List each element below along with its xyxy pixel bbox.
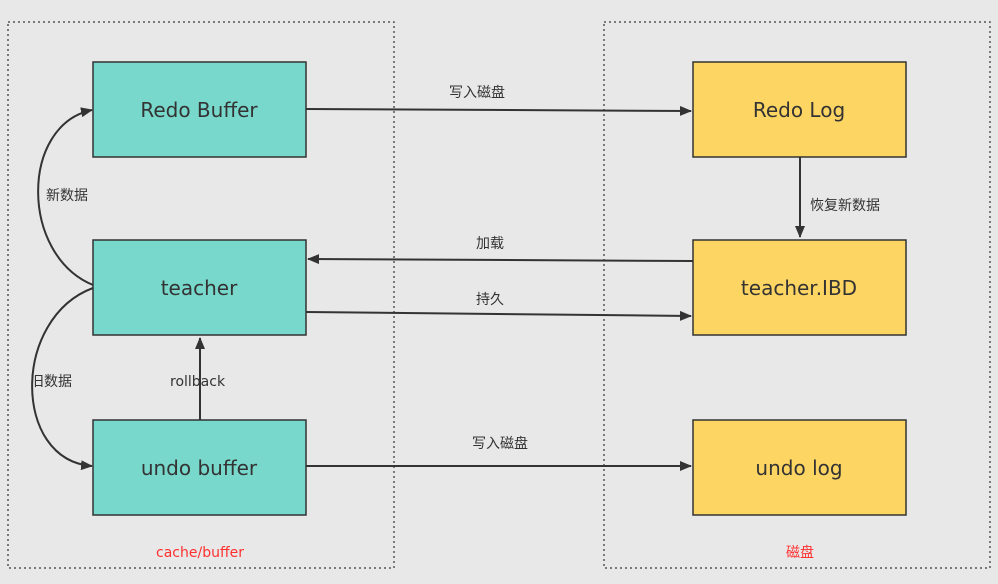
node-teacher-ibd: teacher.IBD: [692, 239, 907, 336]
node-undo-log: undo log: [692, 419, 907, 516]
cache-group-label: cache/buffer: [156, 545, 244, 561]
edge-load: [307, 254, 694, 265]
cache-group-border: [7, 21, 395, 569]
node-label-teacher-ibd: teacher.IBD: [741, 276, 857, 300]
edge-label-load: 加载: [476, 236, 504, 252]
node-redo-log: Redo Log: [692, 61, 907, 158]
edge-label-persist: 持久: [476, 292, 504, 308]
disk-group-label: 磁盘: [786, 544, 814, 561]
node-teacher: teacher: [92, 239, 307, 336]
node-label-teacher: teacher: [161, 276, 238, 300]
edge-old-data: [31, 287, 94, 471]
node-undo-buffer: undo buffer: [92, 419, 307, 516]
edge-label-new-data: 新数据: [46, 188, 88, 204]
node-label-redo-log: Redo Log: [753, 98, 845, 122]
node-label-undo-log: undo log: [755, 456, 842, 480]
edge-redo-write: [305, 105, 692, 116]
edge-persist: [305, 310, 692, 321]
edge-label-undo-write: 写入磁盘: [472, 435, 528, 452]
edge-label-redo-write: 写入磁盘: [449, 84, 505, 101]
node-label-undo-buffer: undo buffer: [141, 456, 258, 480]
node-redo-buffer: Redo Buffer: [92, 61, 307, 158]
edge-label-old-data: 旧数据: [30, 374, 72, 390]
node-label-redo-buffer: Redo Buffer: [140, 98, 258, 122]
edge-new-data: [37, 107, 94, 286]
edge-label-recover: 恢复新数据: [810, 197, 880, 214]
edge-label-rollback: rollback: [170, 374, 226, 390]
disk-group-border: [603, 21, 991, 569]
